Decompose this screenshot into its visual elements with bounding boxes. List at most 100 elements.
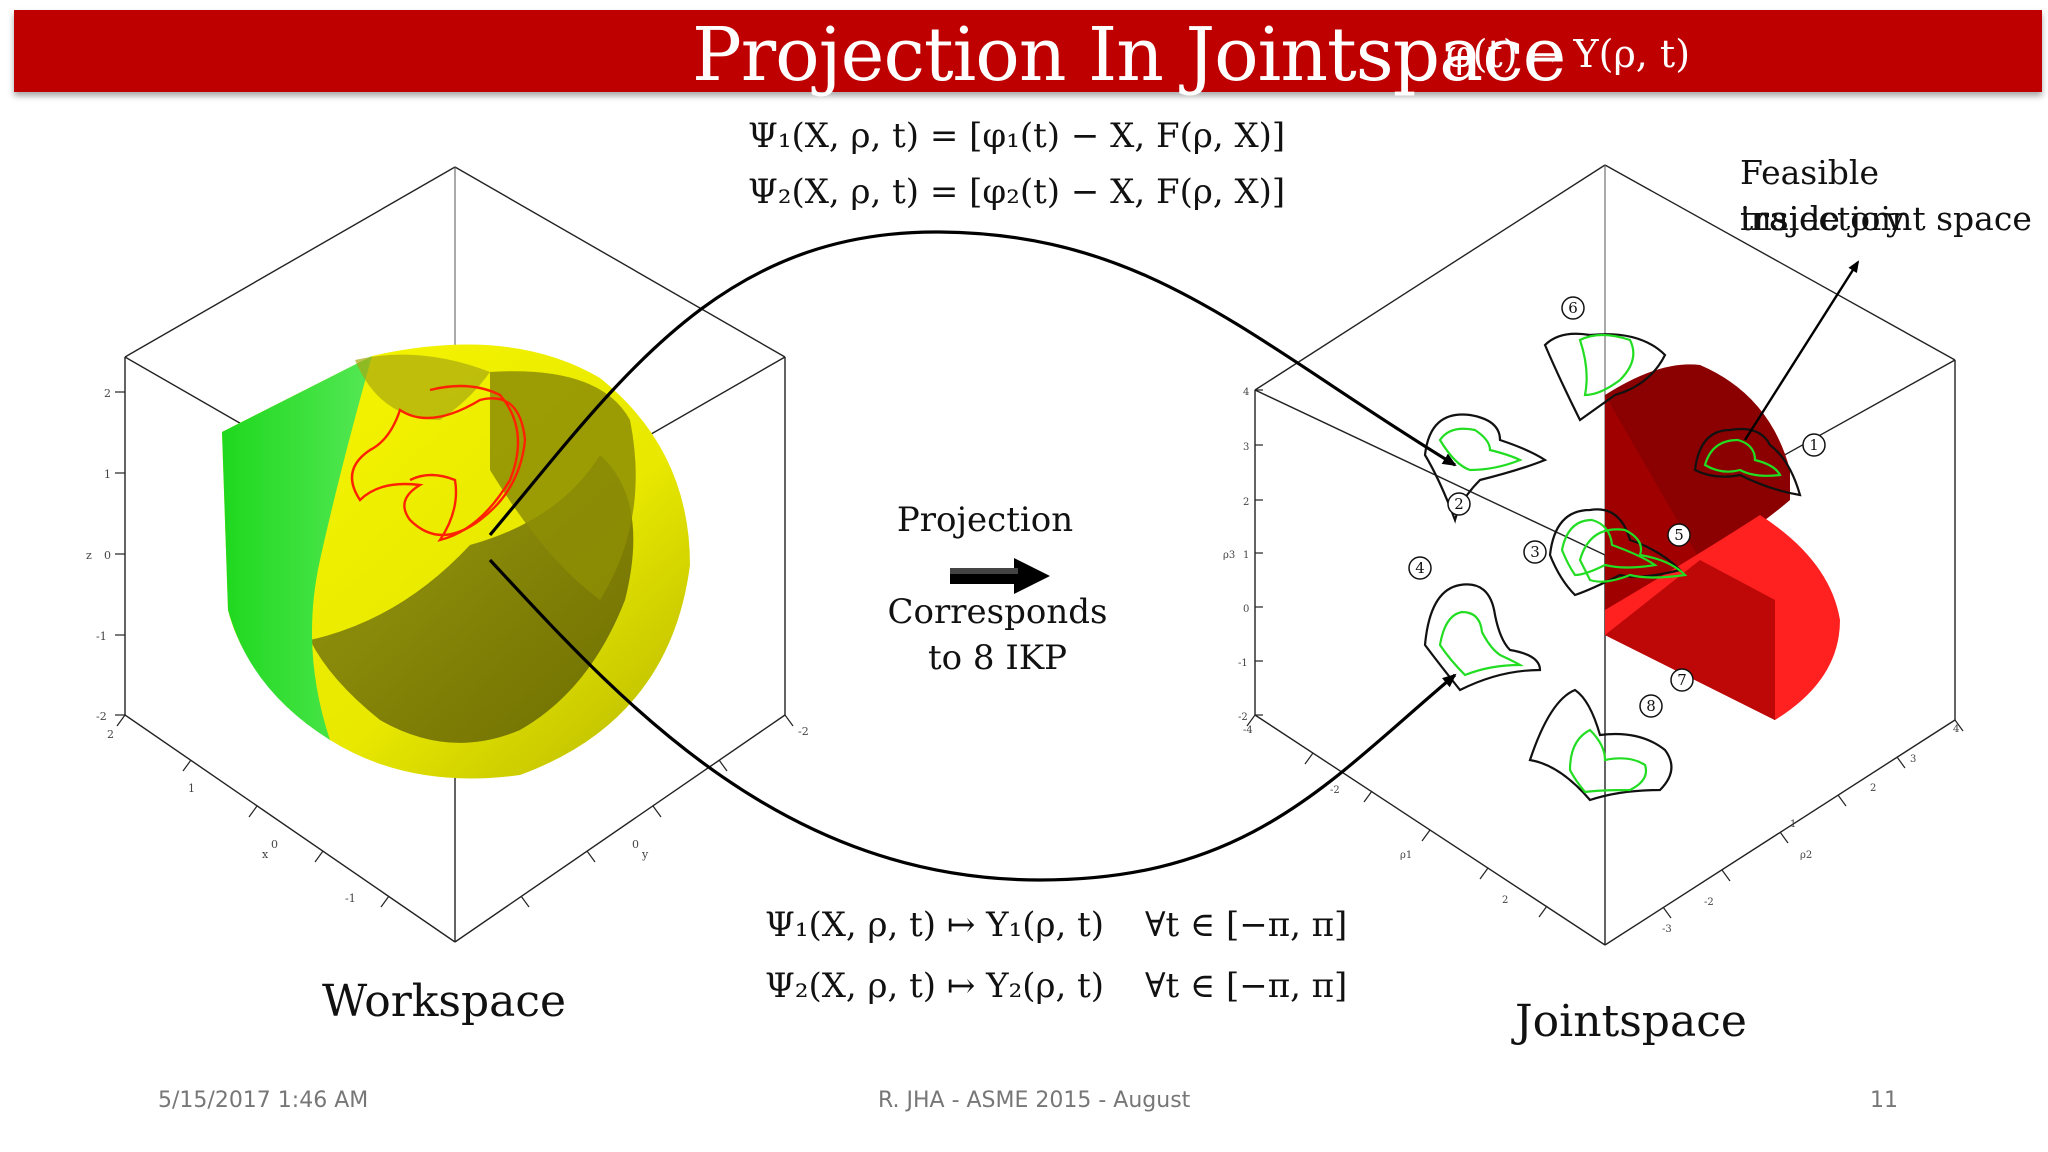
badge-label: 8 — [1646, 697, 1656, 715]
badge-label: 4 — [1415, 559, 1425, 577]
curve-2 — [1438, 427, 1523, 472]
projection-arrow-upper — [488, 230, 1457, 537]
p3-tick-label: 4 — [1243, 387, 1249, 398]
equation-bottom-1-domain: ∀t ∈ [−π, π] — [1145, 905, 1348, 945]
badge-label: 2 — [1454, 495, 1464, 513]
corresponds-line2: to 8 IKP — [927, 638, 1068, 678]
p3-tick-label: -1 — [1238, 658, 1248, 669]
x-tick-label: 1 — [188, 782, 195, 795]
curve-2-outline — [1423, 413, 1548, 524]
footer-center: R. JHA - ASME 2015 - August — [878, 1088, 1191, 1113]
z-tick-label: 0 — [104, 549, 111, 562]
curve-1 — [1703, 438, 1782, 477]
p2-tick-label: 3 — [1910, 754, 1916, 765]
z-tick-label: 2 — [104, 387, 111, 400]
box-edge — [124, 714, 456, 943]
equation-top-1: Ψ₁(X, ρ, t) = [φ₁(t) − X, F(ρ, X)] — [748, 116, 1286, 156]
x-tick-label: -1 — [345, 892, 356, 905]
z-tick-label: 1 — [104, 468, 111, 481]
title-formula: φ(t) ↦ Υ(ρ, t) — [1446, 32, 1691, 76]
workspace-label: Workspace — [322, 976, 567, 1027]
badge-label: 7 — [1677, 671, 1687, 689]
p2-tick-label: 1 — [1790, 819, 1796, 830]
box-edge — [124, 166, 456, 358]
p3-tick-label: 3 — [1243, 442, 1249, 453]
z-axis-ticks — [115, 391, 125, 716]
badge-6 — [1561, 296, 1585, 320]
annotation-line2: inside joint space — [1740, 199, 2032, 238]
x-axis-ticks — [116, 714, 390, 908]
jointspace-curves — [1423, 332, 1802, 802]
workspace-trajectory — [350, 384, 527, 542]
p2-axis-ticks — [1662, 719, 1964, 919]
box-edge — [1254, 389, 1606, 556]
p2-axis-label: ρ2 — [1800, 850, 1812, 861]
box-edge — [1604, 164, 1956, 361]
p1-tick-label: 2 — [1502, 895, 1508, 906]
badge-label: 1 — [1809, 436, 1819, 454]
p3-tick-label: 2 — [1243, 497, 1249, 508]
p3-axis-ticks — [1255, 389, 1263, 716]
curve-6 — [1578, 333, 1635, 397]
badge-label: 5 — [1674, 526, 1684, 544]
jointspace-volume — [1605, 364, 1840, 720]
p3-axis-label: ρ3 — [1223, 550, 1235, 561]
curve-8-outline — [1528, 688, 1673, 802]
badge-7 — [1670, 668, 1694, 692]
sphere-shade — [355, 354, 490, 420]
curve-5 — [1578, 528, 1688, 583]
curve-4 — [1438, 610, 1524, 677]
projection-arrow-lower — [488, 558, 1457, 882]
p2-tick-label: -2 — [1704, 897, 1714, 908]
solution-badges — [1408, 296, 1826, 718]
y-tick-label: -2 — [798, 725, 809, 738]
y-tick-label: 0 — [632, 838, 639, 851]
z-axis-label: z — [86, 549, 92, 562]
box-edge — [454, 714, 786, 943]
projection-block-arrow — [950, 558, 1050, 594]
equation-bottom-1: Ψ₁(X, ρ, t) ↦ Υ₁(ρ, t) — [765, 905, 1105, 945]
footer-page-number: 11 — [1870, 1088, 1898, 1113]
p1-tick-label: -2 — [1330, 785, 1340, 796]
slide-title: Projection In Jointspace — [692, 12, 1566, 98]
p2-tick-label: -3 — [1662, 924, 1672, 935]
curve-3 — [1560, 518, 1658, 577]
badge-label: 3 — [1530, 543, 1540, 561]
p3-tick-label: 1 — [1243, 550, 1249, 561]
p1-axis-ticks — [1246, 714, 1548, 918]
curve-4-outline — [1423, 583, 1542, 692]
p3-tick-label: 0 — [1243, 604, 1249, 615]
badge-1 — [1802, 433, 1826, 457]
y-axis-label: y — [641, 848, 649, 861]
z-tick-label: -2 — [96, 710, 107, 723]
box-edge — [1254, 164, 1606, 391]
badge-5 — [1667, 523, 1691, 547]
badge-4 — [1408, 556, 1432, 580]
sphere-olive-top — [490, 371, 636, 600]
badge-label: 6 — [1568, 299, 1578, 317]
equation-bottom-2: Ψ₂(X, ρ, t) ↦ Υ₂(ρ, t) — [765, 966, 1105, 1006]
curve-1-outline — [1693, 427, 1802, 497]
box-edge — [454, 166, 786, 358]
x-axis-label: x — [262, 848, 269, 861]
curve-6-outline — [1543, 332, 1667, 422]
sphere-green-cut — [222, 356, 372, 740]
x-tick-label: 0 — [271, 838, 278, 851]
z-tick-label: -1 — [96, 630, 107, 643]
workspace-sphere — [222, 344, 690, 779]
curve-8 — [1568, 728, 1648, 794]
p1-tick-label: -4 — [1243, 725, 1253, 736]
x-tick-label: 2 — [107, 728, 114, 741]
p3-tick-label: -2 — [1238, 712, 1248, 723]
title-bar: Projection In Jointspace φ(t) ↦ Υ(ρ, t) — [14, 10, 2042, 98]
p2-tick-label: 4 — [1953, 724, 1959, 735]
badge-2 — [1447, 492, 1471, 516]
footer-date: 5/15/2017 1:46 AM — [158, 1088, 369, 1113]
equation-top-2: Ψ₂(X, ρ, t) = [φ₂(t) − X, F(ρ, X)] — [748, 172, 1286, 212]
badge-8 — [1639, 694, 1663, 718]
jointspace-label: Jointspace — [1515, 996, 1747, 1047]
equation-bottom-2-domain: ∀t ∈ [−π, π] — [1145, 966, 1348, 1006]
corresponds-line1: Corresponds — [887, 592, 1108, 632]
badge-3 — [1523, 540, 1547, 564]
